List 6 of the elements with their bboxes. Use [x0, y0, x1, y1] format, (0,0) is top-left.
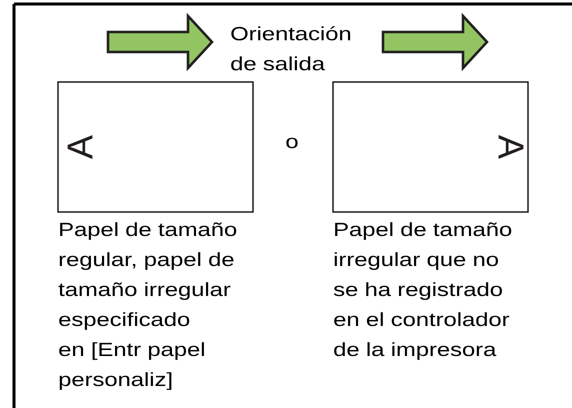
node-label: Papel de tamaño irregular que no se ha registrado en el controlador de la impresora	[334, 222, 512, 360]
node-label: Papel de tamaño regular, papel de tamaño irregular especificado en [Entr papel personaliz]	[58, 222, 236, 390]
or-label: o	[286, 138, 298, 148]
paper-sheet: A	[332, 81, 529, 213]
output-direction-label: Orientación de salida	[231, 26, 350, 70]
paper-sheet: A	[57, 81, 254, 213]
